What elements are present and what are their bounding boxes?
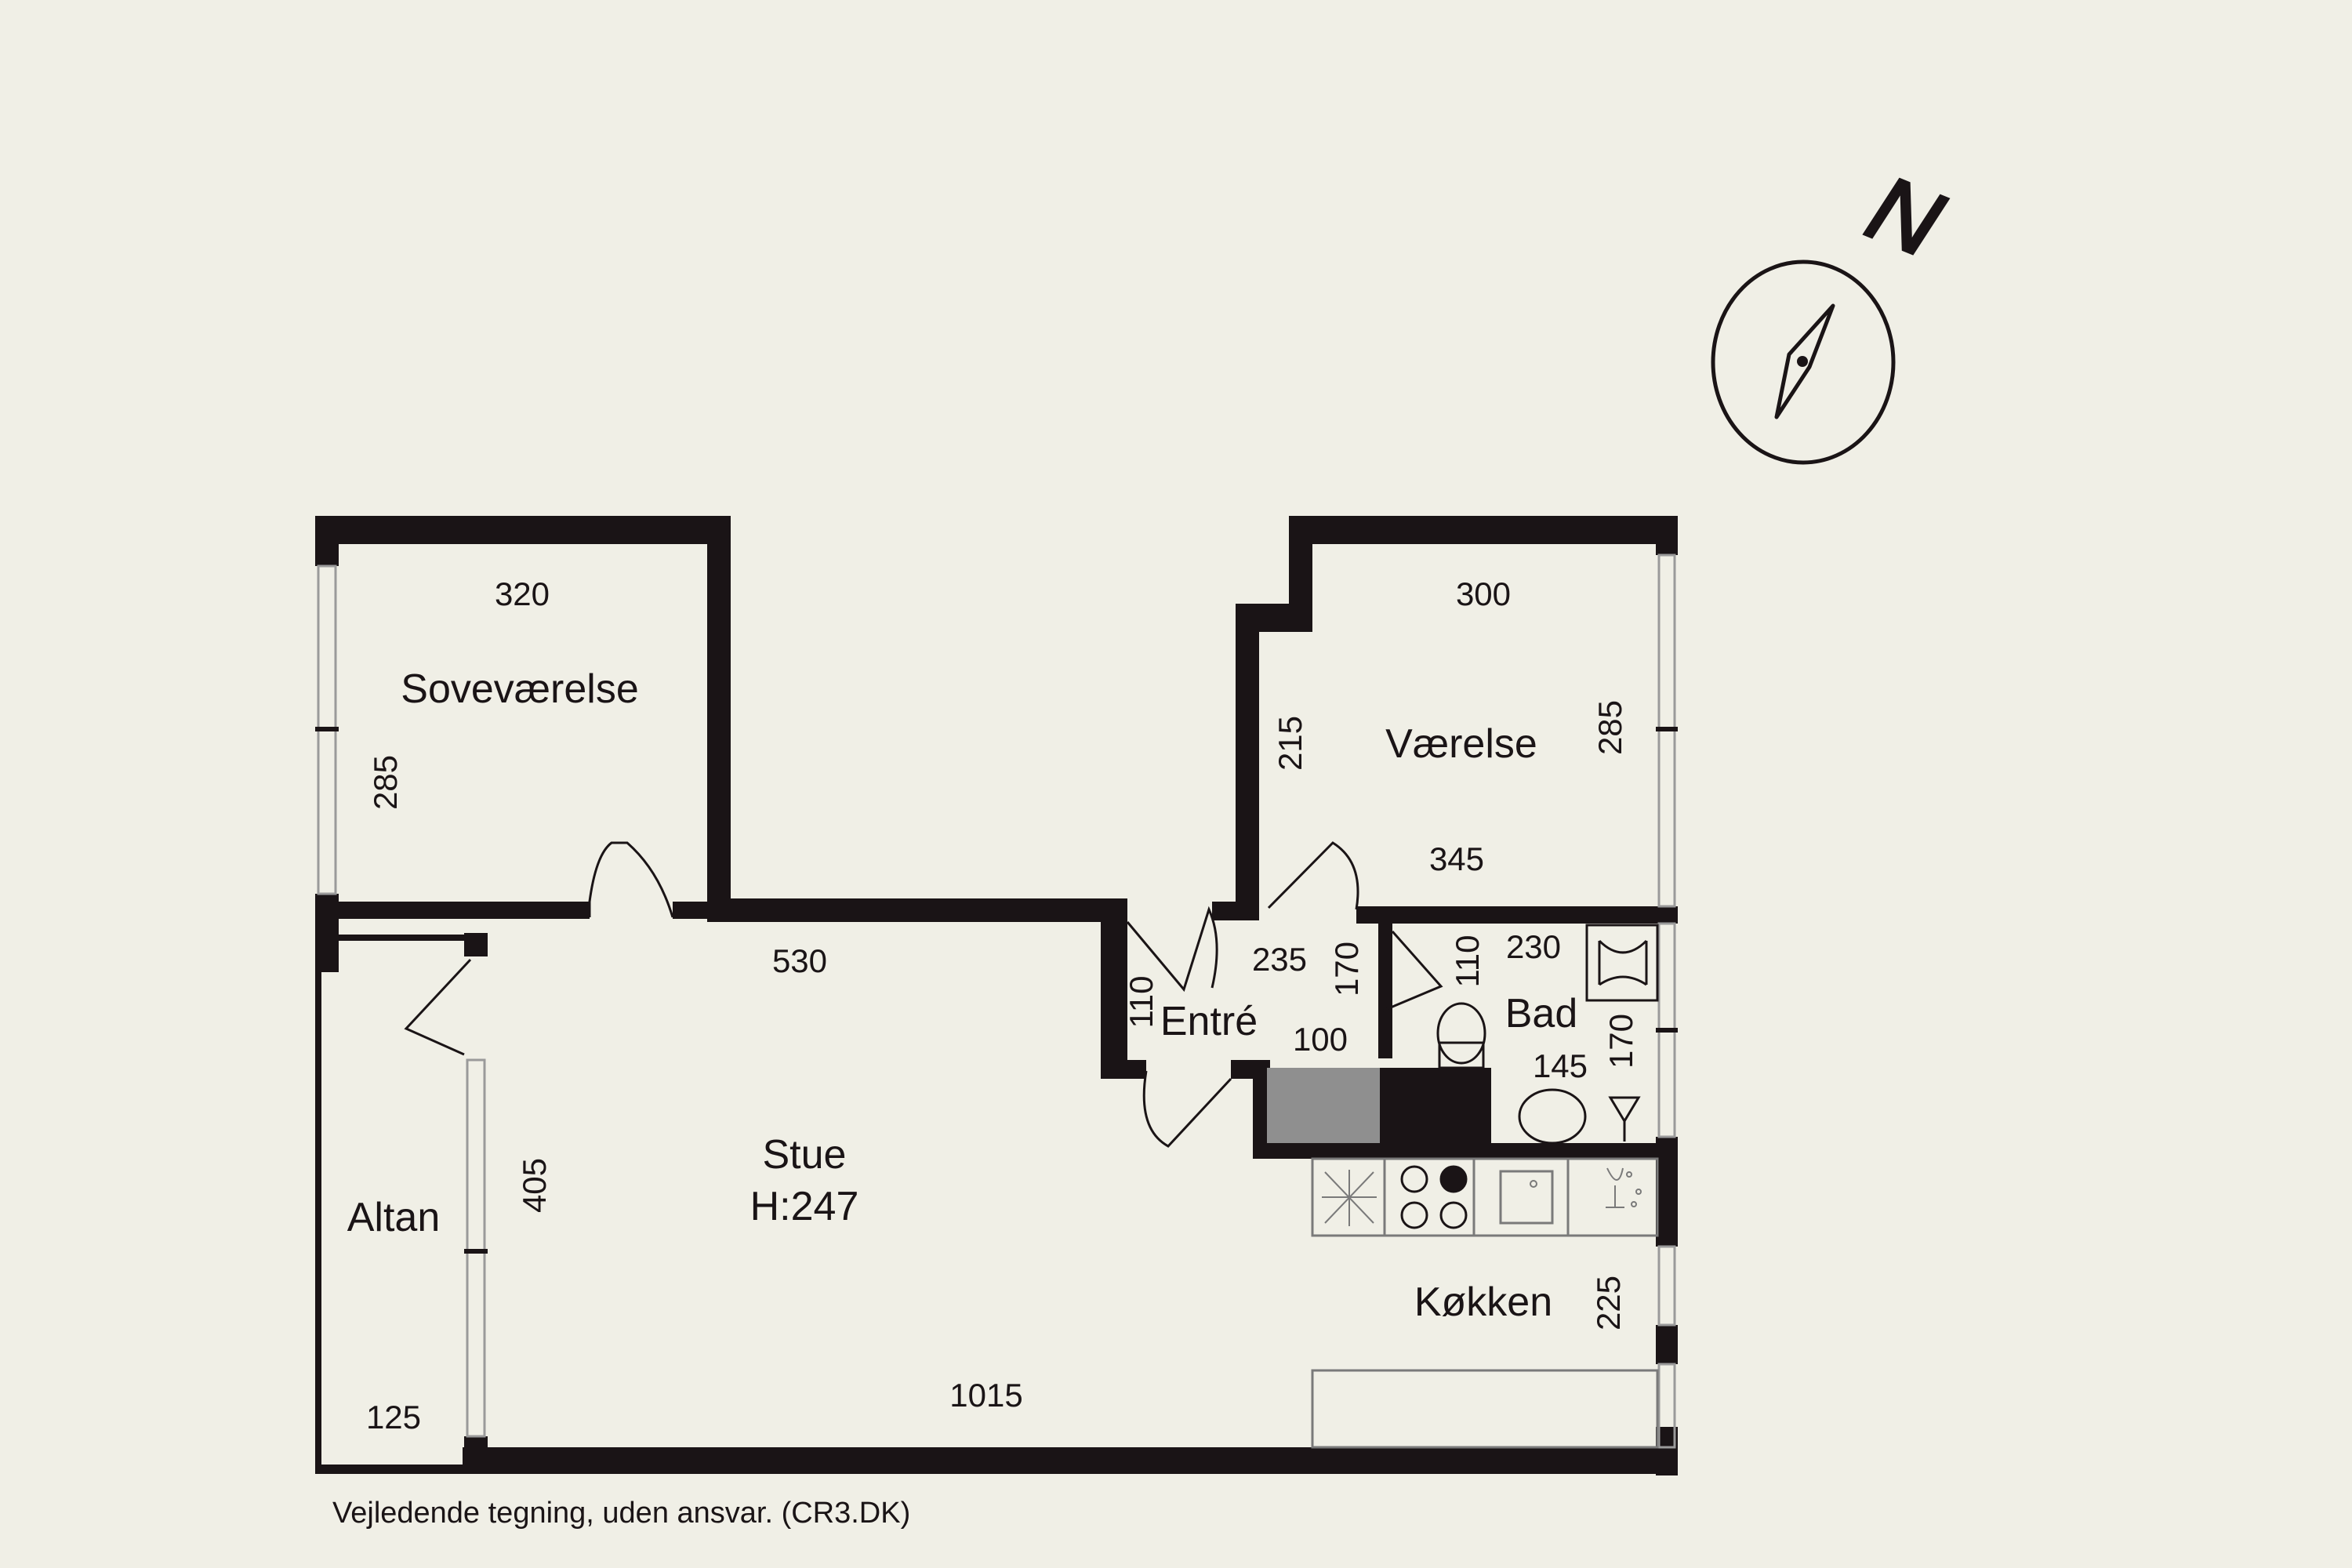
dimension-labels: 320 285 300 215 285 345 530 405 1015 235… (366, 575, 1639, 1436)
toilet-icon (1436, 1002, 1486, 1065)
door-swing (1126, 906, 1218, 993)
kitchen-counter (1311, 1157, 1659, 1237)
wall-segment (1656, 516, 1678, 555)
dim-stue-top: 530 (772, 942, 827, 979)
doors (404, 841, 1443, 1148)
room-label-stue-height: H:247 (750, 1184, 859, 1229)
room-label-entre: Entré (1160, 999, 1258, 1044)
walls (315, 516, 1678, 1475)
counter-block (1267, 1068, 1380, 1143)
dim-altan-bottom: 125 (366, 1399, 421, 1436)
wall-segment (1486, 1068, 1491, 1146)
bath-fixtures (1436, 924, 1659, 1145)
door-swing (1267, 841, 1359, 910)
kitchen-table (1311, 1369, 1659, 1449)
dim-stue-bottom: 1015 (949, 1377, 1022, 1414)
door-swing (404, 958, 472, 1056)
compass-north-label: N (1854, 156, 1955, 278)
wall-segment (1289, 516, 1312, 615)
wall-segment (315, 902, 590, 919)
room-label-sovevaerelse: Soveværelse (401, 666, 638, 712)
compass-needle-icon (1774, 303, 1835, 419)
toilet-tank (1438, 1041, 1485, 1069)
stove-icon (1400, 1165, 1468, 1229)
windows (315, 554, 1678, 1449)
window (466, 1058, 486, 1438)
window (1657, 1363, 1676, 1449)
wall-segment (315, 935, 464, 941)
dim-stue-left: 405 (516, 1158, 553, 1213)
dim-entre-top: 235 (1252, 941, 1307, 978)
compass-center-dot (1797, 356, 1808, 367)
dim-entre-left: 110 (1123, 976, 1160, 1029)
wall-segment (1101, 1060, 1146, 1079)
disclaimer-text: Vejledende tegning, uden ansvar. (CR3.DK… (332, 1497, 910, 1530)
room-label-bad: Bad (1505, 991, 1578, 1036)
wall-segment (315, 1465, 489, 1474)
washbasin-icon (1518, 1088, 1587, 1145)
room-label-altan: Altan (347, 1195, 441, 1240)
wall-segment (1380, 1068, 1488, 1143)
dim-bad-top: 230 (1506, 928, 1561, 965)
wall-segment (1212, 902, 1259, 920)
wall-segment (707, 898, 1127, 922)
wall-segment (707, 516, 731, 916)
dim-sove-height: 285 (367, 755, 404, 810)
room-label-kokken: Køkken (1414, 1279, 1552, 1325)
wall-segment (464, 1436, 488, 1474)
door-swing (588, 841, 674, 918)
dim-entre-bottom: 100 (1293, 1021, 1348, 1058)
room-label-vaerelse: Værelse (1385, 721, 1537, 767)
room-labels: Soveværelse Værelse Entré Bad Stue H:247… (347, 666, 1578, 1325)
dim-bad-left: 110 (1449, 935, 1486, 988)
dim-entre-right: 170 (1328, 942, 1365, 996)
washing-machine-drum (1598, 939, 1648, 986)
room-label-stue: Stue (763, 1132, 847, 1178)
washing-machine-icon (1585, 924, 1659, 1002)
sink-icon (1499, 1170, 1554, 1225)
dim-sove-width: 320 (495, 575, 550, 612)
wall-segment (463, 1447, 1678, 1474)
wall-segment (1236, 604, 1259, 917)
dim-vaer-left: 215 (1272, 716, 1308, 771)
dim-vaer-bottom: 345 (1429, 840, 1484, 877)
wall-segment (315, 516, 339, 566)
compass-ring (1711, 260, 1896, 465)
wall-segment (1378, 917, 1392, 1058)
window (1657, 1245, 1676, 1327)
door-swing (1381, 931, 1443, 1013)
shower-icon (1608, 1096, 1641, 1142)
wall-segment (1289, 516, 1678, 544)
wall-segment (1656, 1137, 1678, 1247)
wall-segment (1101, 898, 1127, 1079)
fridge-icon (1322, 1170, 1377, 1226)
dim-vaer-width: 300 (1456, 575, 1511, 612)
door-swing (1142, 1070, 1232, 1148)
wall-segment (1656, 1325, 1678, 1364)
wall-segment (315, 516, 729, 544)
wall-segment (1253, 1143, 1678, 1159)
wall-segment (1253, 1065, 1269, 1159)
wall-segment (315, 935, 321, 1474)
dishwasher-icon (1606, 1167, 1642, 1208)
compass: N (1711, 154, 1957, 465)
sink-drain (1530, 1180, 1537, 1188)
kitchen-fixtures (1267, 1068, 1659, 1449)
wall-segment (464, 933, 488, 956)
dim-bad-inner: 145 (1533, 1047, 1588, 1084)
dim-vaer-right: 285 (1592, 700, 1628, 755)
wall-segment (1356, 906, 1678, 924)
dim-kokken-right: 225 (1590, 1276, 1627, 1330)
dim-bad-right: 170 (1602, 1014, 1639, 1069)
